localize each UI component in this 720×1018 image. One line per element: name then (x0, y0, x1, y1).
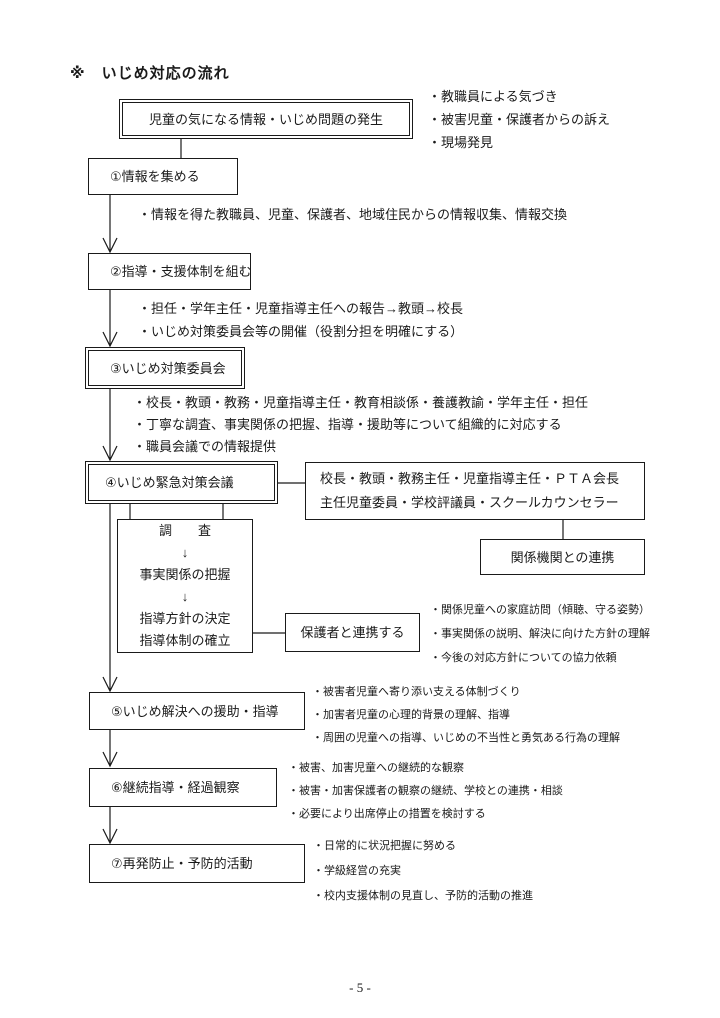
note-line: ・周囲の児童への指導、いじめの不当性と勇気ある行為の理解 (312, 732, 620, 744)
step7-box: ⑦再発防止・予防的活動 (89, 844, 305, 883)
arrow-step1-to-step2 (102, 195, 118, 254)
step5-label: ⑤いじめ解決への援助・指導 (111, 703, 279, 719)
parents-cooperation-box: 保護者と連携する (285, 613, 420, 652)
emergency-committee-box: 校長・教頭・教務主任・児童指導主任・ＰＴＡ会長 主任児童委員・学校評議員・スクー… (305, 462, 645, 520)
note-line: ・関係児童への家庭訪問（傾聴、守る姿勢） (430, 604, 650, 616)
note-line: ・日常的に状況把握に努める (313, 840, 456, 852)
note-line: ・教職員による気づき (428, 89, 558, 104)
step5-notes: ・被害者児童へ寄り添い支える体制づくり ・加害者児童の心理的背景の理解、指導 ・… (312, 681, 620, 750)
step1-label: ①情報を集める (110, 169, 200, 184)
step6-notes: ・被害、加害児童への継続的な観察 ・被害・加害保護者の観察の継続、学校との連携・… (288, 757, 563, 826)
parents-notes: ・関係児童への家庭訪問（傾聴、守る姿勢） ・事実関係の説明、解決に向けた方針の理… (430, 598, 650, 670)
investigation-line: 指導体制の確立 (139, 633, 231, 648)
note-line: ・校内支援体制の見直し、予防的活動の推進 (313, 890, 533, 902)
arrow-step5-to-step6 (102, 730, 118, 768)
step7-notes: ・日常的に状況把握に努める ・学級経営の充実 ・校内支援体制の見直し、予防的活動… (313, 834, 533, 909)
note-line: ・学級経営の充実 (313, 865, 401, 877)
step6-label: ⑥継続指導・経過観察 (111, 780, 240, 795)
note-line: ・加害者児童の心理的背景の理解、指導 (312, 709, 510, 721)
committee-members-line1: 校長・教頭・教務主任・児童指導主任・ＰＴＡ会長 (320, 471, 620, 486)
step4-label: ④いじめ緊急対策会議 (105, 475, 234, 490)
note-line: ・現場発見 (428, 135, 494, 150)
step2-box: ②指導・支援体制を組む (88, 253, 252, 290)
arrow-step6-to-step7 (102, 807, 118, 845)
note-line: ・いじめ対策委員会等の開催（役割分担を明確にする） (138, 324, 464, 339)
committee-members-line2: 主任児童委員・学校評議員・スクールカウンセラー (320, 495, 619, 510)
step1-box: ①情報を集める (88, 158, 238, 195)
step3-label: ③いじめ対策委員会 (110, 360, 226, 376)
page-title: ※ いじめ対応の流れ (70, 65, 230, 82)
step7-label: ⑦再発防止・予防的活動 (111, 856, 253, 871)
note-line: ・被害者児童へ寄り添い支える体制づくり (312, 686, 521, 698)
step2-label: ②指導・支援体制を組む (110, 264, 252, 279)
investigation-box: 調 査 ↓ 事実関係の把握 ↓ 指導方針の決定 指導体制の確立 (117, 519, 253, 653)
step4-box: ④いじめ緊急対策会議 (85, 461, 278, 504)
investigation-line: 調 査 (158, 523, 211, 538)
arrow-step3-to-step4 (102, 389, 118, 462)
note-line: ・被害児童・保護者からの訴え (428, 112, 611, 127)
incident-notes: ・教職員による気づき ・被害児童・保護者からの訴え ・現場発見 (428, 85, 610, 154)
down-arrow-icon: ↓ (181, 545, 189, 560)
note-line: ・校長・教頭・教務・児童指導主任・教育相談係・養護教諭・学年主任・担任 (133, 395, 589, 410)
down-arrow-icon: ↓ (181, 589, 189, 604)
note-line: ・事実関係の説明、解決に向けた方針の理解 (430, 628, 650, 640)
arrow-step4-to-step5 (102, 504, 118, 693)
note-line: ・被害、加害児童への継続的な観察 (288, 762, 464, 774)
step5-box: ⑤いじめ解決への援助・指導 (89, 692, 305, 730)
arrow-step2-to-step3 (102, 290, 118, 348)
incident-box: 児童の気になる情報・いじめ問題の発生 (119, 99, 413, 139)
note-line: ・必要により出席停止の措置を検討する (288, 808, 486, 820)
note-line: ・担任・学年主任・児童指導主任への報告→教頭→校長 (138, 301, 464, 316)
page-number: - 5 - (349, 980, 371, 995)
note-line: ・今後の対応方針についての協力依頼 (430, 652, 617, 664)
investigation-line: 指導方針の決定 (139, 611, 231, 626)
step3-notes: ・校長・教頭・教務・児童指導主任・教育相談係・養護教諭・学年主任・担任 ・丁寧な… (133, 392, 588, 458)
step3-box: ③いじめ対策委員会 (85, 347, 245, 389)
note-line: ・職員会議での情報提供 (133, 439, 277, 454)
related-agencies-label: 関係機関との連携 (510, 549, 615, 565)
investigation-line: 事実関係の把握 (139, 567, 231, 582)
step6-box: ⑥継続指導・経過観察 (89, 768, 277, 807)
note-line: ・丁寧な調査、事実関係の把握、指導・援助等について組織的に対応する (133, 417, 562, 432)
step2-notes: ・担任・学年主任・児童指導主任への報告→教頭→校長 ・いじめ対策委員会等の開催（… (138, 297, 463, 343)
note-line: ・被害・加害保護者の観察の継続、学校との連携・相談 (288, 785, 563, 797)
incident-box-label: 児童の気になる情報・いじめ問題の発生 (148, 111, 383, 127)
parents-cooperation-label: 保護者と連携する (300, 625, 405, 640)
related-agencies-box: 関係機関との連携 (480, 539, 645, 575)
note-line: ・情報を得た教職員、児童、保護者、地域住民からの情報収集、情報交換 (138, 207, 568, 222)
step1-notes: ・情報を得た教職員、児童、保護者、地域住民からの情報収集、情報交換 (138, 203, 567, 226)
